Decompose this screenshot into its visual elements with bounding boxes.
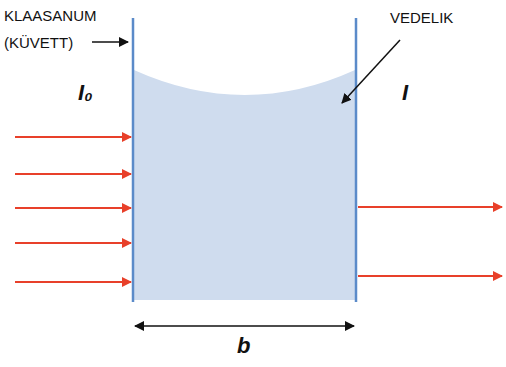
glass-wall (355, 18, 358, 302)
dimension-label: b (237, 333, 267, 359)
leader-arrow (92, 41, 128, 43)
transmitted-rays (358, 207, 502, 276)
part-label: KLAASANUM (KÜVETT) (4, 2, 116, 56)
glass-wall (132, 18, 135, 302)
leader-arrow (342, 40, 400, 103)
incident-rays (15, 137, 131, 282)
intensity-symbol: I (402, 80, 442, 106)
dimension-line (135, 325, 354, 327)
intensity-symbol: I₀ (78, 80, 128, 106)
liquid (134, 70, 355, 300)
part-label: VEDELIK (390, 4, 500, 31)
